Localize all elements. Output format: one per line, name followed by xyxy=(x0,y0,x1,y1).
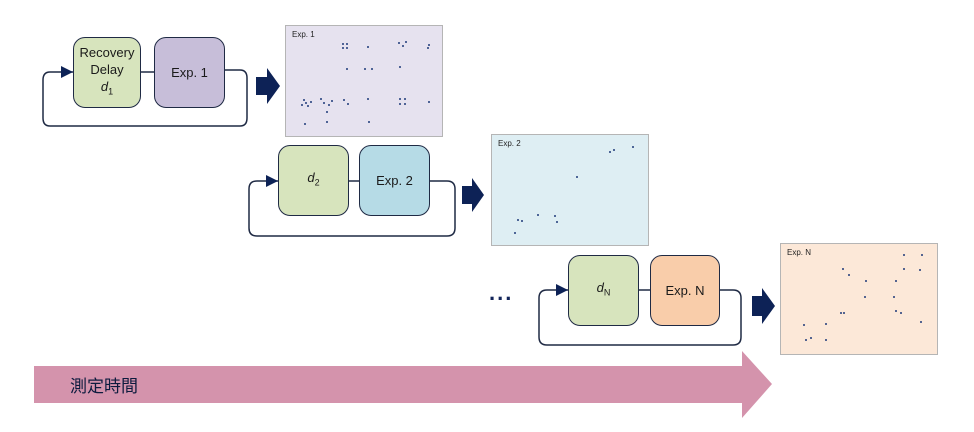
spectrum-n: Exp. N xyxy=(780,243,938,355)
recovery-label: Recovery xyxy=(79,45,135,61)
delay-variable-1: d1 xyxy=(100,79,114,97)
spectrum-label-1: Exp. 1 xyxy=(292,30,315,39)
loop-1 xyxy=(42,69,248,127)
delay-label: Delay xyxy=(90,62,124,78)
loop-n xyxy=(538,289,742,346)
loop-n-arrowhead xyxy=(556,284,568,296)
experiment-label-2: Exp. 2 xyxy=(376,173,413,188)
recovery-delay-box-1: Recovery Delay d1 xyxy=(73,37,141,108)
loop-1-arrowhead xyxy=(61,66,73,78)
loop-2 xyxy=(248,180,456,237)
experiment-box-1: Exp. 1 xyxy=(154,37,225,108)
spectrum-1: Exp. 1 xyxy=(285,25,443,137)
measurement-time-label: 測定時間 xyxy=(70,377,138,397)
experiment-box-2: Exp. 2 xyxy=(359,145,430,216)
spectrum-peaks-2 xyxy=(492,135,648,245)
spectrum-2: Exp. 2 xyxy=(491,134,649,246)
spectrum-peaks-1 xyxy=(286,26,442,136)
experiment-box-n: Exp. N xyxy=(650,255,720,326)
loop-2-arrowhead xyxy=(266,175,278,187)
timeline-arrow xyxy=(34,351,772,418)
delay-variable-n: dN xyxy=(596,280,611,298)
delay-variable-2: d2 xyxy=(307,170,320,188)
arrow-to-spectrum-2 xyxy=(462,178,484,212)
arrow-to-spectrum-n xyxy=(752,288,775,324)
ellipsis: ... xyxy=(489,280,514,305)
experiment-label-1: Exp. 1 xyxy=(171,65,208,80)
spectrum-label-n: Exp. N xyxy=(787,248,812,257)
delay-box-2: d2 xyxy=(278,145,349,216)
spectrum-peaks-n xyxy=(781,244,937,354)
experiment-label-n: Exp. N xyxy=(665,283,705,298)
arrow-to-spectrum-1 xyxy=(256,68,280,104)
spectrum-label-2: Exp. 2 xyxy=(498,139,521,148)
delay-box-n: dN xyxy=(568,255,639,326)
